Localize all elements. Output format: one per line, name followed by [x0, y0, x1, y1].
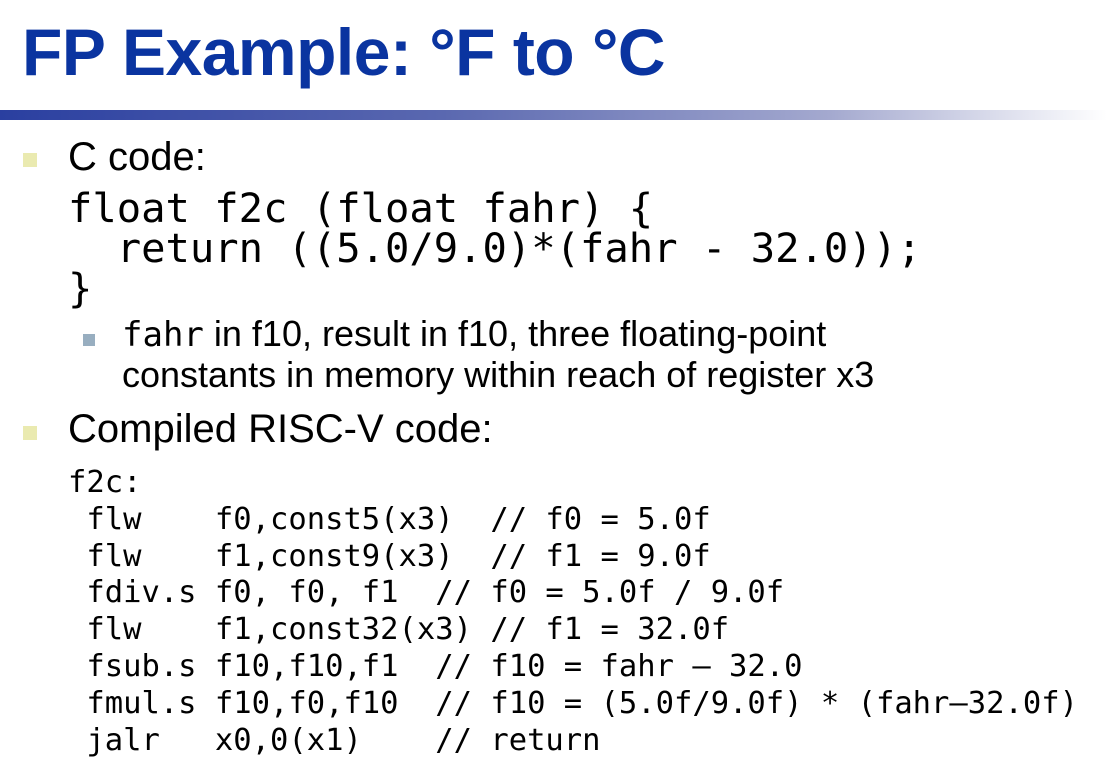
- riscv-code-block: f2c: flw f0,const5(x3) // f0 = 5.0f flw …: [68, 465, 1078, 759]
- bullet-icon: [23, 426, 37, 440]
- bullet-compiled-code: Compiled RISC-V code:: [68, 407, 493, 451]
- code-word: fahr: [122, 315, 204, 355]
- bullet-icon: [23, 153, 37, 167]
- code-line: flw f0,const5(x3) // f0 = 5.0f: [68, 501, 711, 537]
- code-line: fsub.s f10,f10,f1 // f10 = fahr – 32.0: [68, 648, 803, 684]
- bullet-c-code: C code:: [68, 135, 206, 179]
- code-line: fmul.s f10,f0,f10 // f10 = (5.0f/9.0f) *…: [68, 685, 1078, 721]
- code-line: fdiv.s f0, f0, f1 // f0 = 5.0f / 9.0f: [68, 575, 785, 611]
- title-divider: [0, 110, 1107, 120]
- code-line: jalr x0,0(x1) // return: [68, 722, 601, 758]
- code-line: }: [68, 264, 93, 312]
- sub-bullet-line2: constants in memory within reach of regi…: [122, 354, 875, 395]
- sub-bullet-line1: in f10, result in f10, three floating-po…: [203, 313, 827, 354]
- code-line: float f2c (float fahr) {: [68, 184, 654, 232]
- c-code-block: float f2c (float fahr) { return ((5.0/9.…: [68, 184, 922, 312]
- slide-title: FP Example: °F to °C: [22, 15, 666, 89]
- sub-bullet-icon: [83, 334, 95, 346]
- sub-bullet-text: fahr in f10, result in f10, three floati…: [122, 314, 874, 395]
- code-line: flw f1,const9(x3) // f1 = 9.0f: [68, 538, 711, 574]
- code-line: f2c:: [68, 465, 142, 500]
- code-line: return ((5.0/9.0)*(fahr - 32.0));: [68, 224, 922, 272]
- code-line: flw f1,const32(x3) // f1 = 32.0f: [68, 612, 730, 648]
